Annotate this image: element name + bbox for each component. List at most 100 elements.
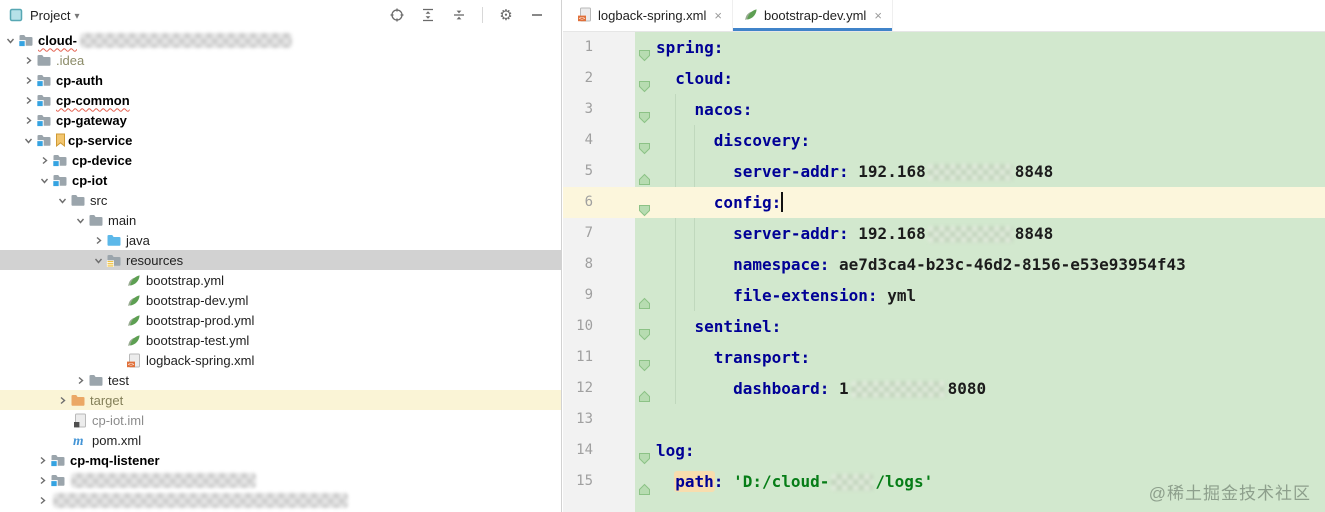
chevron-collapsed-icon[interactable] <box>34 496 50 505</box>
tree-item-label: .idea <box>56 52 85 68</box>
chevron-collapsed-icon[interactable] <box>20 76 36 85</box>
code-text: namespace: ae7d3ca4-b23c-46d2-8156-e53e9… <box>656 249 1186 280</box>
chevron-collapsed-icon[interactable] <box>20 116 36 125</box>
editor-tab-logback-spring-xml[interactable]: <>logback-spring.xml× <box>567 0 733 31</box>
chevron-collapsed-icon[interactable] <box>34 476 50 485</box>
tree-row-cp-mq-listener[interactable]: cp-mq-listener <box>0 450 561 470</box>
code-line-6[interactable]: 6 config: <box>563 187 1325 218</box>
fold-marker-icon[interactable] <box>638 165 651 196</box>
indent-guide <box>694 125 695 311</box>
tree-row-bootstrap-test-yml[interactable]: bootstrap-test.yml <box>0 330 561 350</box>
tree-row-redacted[interactable] <box>0 490 561 510</box>
tree-item-label: cp-auth <box>56 72 103 88</box>
tree-row-cp-service[interactable]: cp-service <box>0 130 561 150</box>
folder-icon <box>36 53 54 67</box>
fold-marker-icon[interactable] <box>638 41 651 72</box>
tree-row-target[interactable]: target <box>0 390 561 410</box>
code-line-11[interactable]: 11 transport: <box>563 342 1325 373</box>
module-folder-icon <box>36 133 54 147</box>
fold-marker-icon[interactable] <box>638 103 651 134</box>
hide-panel-icon[interactable] <box>529 7 545 23</box>
locate-icon[interactable] <box>389 7 405 23</box>
fold-marker-icon[interactable] <box>638 382 651 413</box>
editor-tab-bootstrap-dev-yml[interactable]: bootstrap-dev.yml× <box>733 0 893 31</box>
expand-all-icon[interactable] <box>420 7 436 23</box>
tree-row-test[interactable]: test <box>0 370 561 390</box>
code-line-8[interactable]: 8 namespace: ae7d3ca4-b23c-46d2-8156-e53… <box>563 249 1325 280</box>
code-segment <box>656 317 695 336</box>
fold-marker-icon[interactable] <box>638 289 651 320</box>
tree-row-src[interactable]: src <box>0 190 561 210</box>
code-line-15[interactable]: 15 path: 'D:/cloud-/logs' <box>563 466 1325 497</box>
chevron-expanded-icon[interactable] <box>72 216 88 225</box>
fold-marker-icon[interactable] <box>638 72 651 103</box>
code-text: spring: <box>656 32 723 63</box>
code-line-13[interactable]: 13 <box>563 404 1325 435</box>
code-segment <box>656 472 675 491</box>
fold-marker-icon[interactable] <box>638 134 651 165</box>
chevron-collapsed-icon[interactable] <box>54 396 70 405</box>
tree-row-logback-spring-xml[interactable]: <>logback-spring.xml <box>0 350 561 370</box>
code-line-9[interactable]: 9 file-extension: yml <box>563 280 1325 311</box>
code-line-10[interactable]: 10 sentinel: <box>563 311 1325 342</box>
tree-item-label: cp-gateway <box>56 112 127 128</box>
chevron-expanded-icon[interactable] <box>20 136 36 145</box>
tab-label: logback-spring.xml <box>598 8 707 23</box>
module-folder-icon <box>36 113 54 127</box>
code-line-4[interactable]: 4 discovery: <box>563 125 1325 156</box>
chevron-collapsed-icon[interactable] <box>90 236 106 245</box>
tree-item-label: main <box>108 212 137 228</box>
tree-row-redacted[interactable] <box>0 470 561 490</box>
chevron-collapsed-icon[interactable] <box>20 56 36 65</box>
fold-marker-icon[interactable] <box>638 475 651 506</box>
chevron-expanded-icon[interactable] <box>54 196 70 205</box>
chevron-down-icon[interactable]: ▾ <box>74 10 80 22</box>
close-icon[interactable]: × <box>874 8 882 23</box>
tree-row-cloud-[interactable]: cloud- <box>0 30 561 50</box>
tree-row-cp-iot-iml[interactable]: cp-iot.iml <box>0 410 561 430</box>
code-line-3[interactable]: 3 nacos: <box>563 94 1325 125</box>
tree-item-label: bootstrap-prod.yml <box>146 312 255 328</box>
code-segment: 192.168 <box>848 224 926 243</box>
fold-marker-icon[interactable] <box>638 320 651 351</box>
tree-row-cp-device[interactable]: cp-device <box>0 150 561 170</box>
tree-row-cp-common[interactable]: cp-common <box>0 90 561 110</box>
tree-row-cp-auth[interactable]: cp-auth <box>0 70 561 90</box>
tree-row-cp-iot[interactable]: cp-iot <box>0 170 561 190</box>
close-icon[interactable]: × <box>714 8 722 23</box>
line-number: 11 <box>576 349 593 365</box>
redacted-blur <box>53 492 348 508</box>
fold-marker-icon[interactable] <box>638 351 651 382</box>
module-folder-icon <box>36 73 54 87</box>
tree-row-bootstrap-prod-yml[interactable]: bootstrap-prod.yml <box>0 310 561 330</box>
chevron-collapsed-icon[interactable] <box>20 96 36 105</box>
tree-row-cp-gateway[interactable]: cp-gateway <box>0 110 561 130</box>
chevron-expanded-icon[interactable] <box>36 176 52 185</box>
settings-gear-icon[interactable]: ⚙ <box>499 7 513 24</box>
collapse-all-icon[interactable] <box>451 7 467 23</box>
chevron-collapsed-icon[interactable] <box>72 376 88 385</box>
chevron-collapsed-icon[interactable] <box>34 456 50 465</box>
project-panel-title[interactable]: Project <box>30 7 71 23</box>
tree-row-main[interactable]: main <box>0 210 561 230</box>
fold-marker-icon[interactable] <box>638 196 651 227</box>
tree-row-bootstrap-dev-yml[interactable]: bootstrap-dev.yml <box>0 290 561 310</box>
tree-row-bootstrap-yml[interactable]: bootstrap.yml <box>0 270 561 290</box>
chevron-collapsed-icon[interactable] <box>36 156 52 165</box>
tree-row-java[interactable]: java <box>0 230 561 250</box>
tree-row-resources[interactable]: resources <box>0 250 561 270</box>
fold-marker-icon[interactable] <box>638 444 651 475</box>
chevron-expanded-icon[interactable] <box>2 36 18 45</box>
tree-item-label: cloud- <box>38 32 77 48</box>
folder-icon <box>88 373 106 387</box>
chevron-expanded-icon[interactable] <box>90 256 106 265</box>
tree-row--idea[interactable]: .idea <box>0 50 561 70</box>
code-line-2[interactable]: 2 cloud: <box>563 63 1325 94</box>
